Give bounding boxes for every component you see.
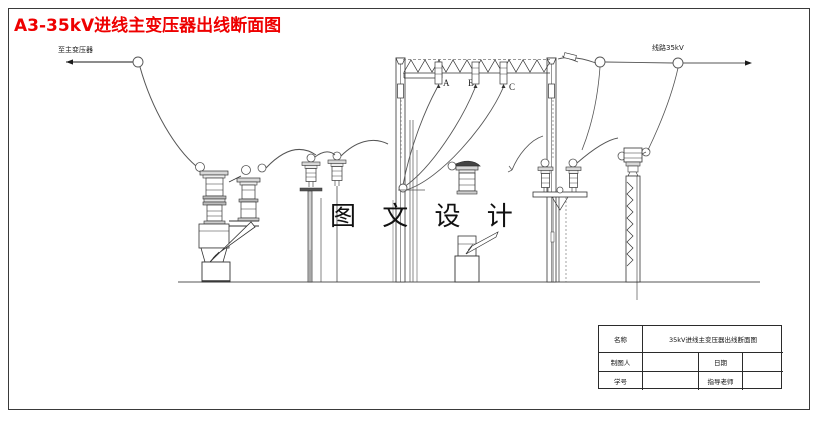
titleblock-label-name: 名称 <box>599 326 643 353</box>
title-block-table: 名称 35kV进线主变压器出线断面图 制图人 日期 学号 指导老师 <box>598 325 783 390</box>
drawing-border-frame <box>8 8 810 410</box>
titleblock-value-studentid[interactable] <box>643 372 699 390</box>
titleblock-label-advisor: 指导老师 <box>699 372 743 390</box>
left-equipment-group <box>195 149 317 283</box>
middle-bay-equipment <box>409 120 499 283</box>
post-insulator-1 <box>299 153 323 283</box>
drawing-title: A3-35kV进线主变压器出线断面图 <box>14 16 282 36</box>
titleblock-value-date[interactable] <box>743 353 783 372</box>
label-line-35kv: 线路35kV <box>652 44 684 52</box>
titleblock-value-advisor[interactable] <box>743 372 783 390</box>
post-insulator-2 <box>314 140 389 282</box>
phase-label-c: C <box>509 82 516 92</box>
right-outgoing-conductor <box>557 52 752 151</box>
right-post-insulator-pair <box>532 137 619 282</box>
phase-dropper-a <box>402 61 443 186</box>
titleblock-label-drafter: 制图人 <box>599 353 643 372</box>
label-to-main-transformer: 至主变压器 <box>58 46 93 54</box>
titleblock-label-date: 日期 <box>699 353 743 372</box>
phase-label-a: A <box>443 78 450 88</box>
titleblock-value-drafter[interactable] <box>643 353 699 372</box>
right-arrester-stack <box>617 147 651 283</box>
right-bay-conductor <box>507 135 544 173</box>
left-outgoing-conductor <box>66 56 197 167</box>
watermark-text: 图 文 设 计 <box>330 202 522 232</box>
left-lower-detail <box>320 198 394 282</box>
conductor-junction-left-column <box>398 183 425 193</box>
titleblock-label-studentid: 学号 <box>599 372 643 390</box>
phase-label-b: B <box>468 78 475 88</box>
titleblock-value-name: 35kV进线主变压器出线断面图 <box>643 326 783 353</box>
phase-dropper-b <box>403 61 480 188</box>
phase-dropper-c <box>405 61 508 191</box>
